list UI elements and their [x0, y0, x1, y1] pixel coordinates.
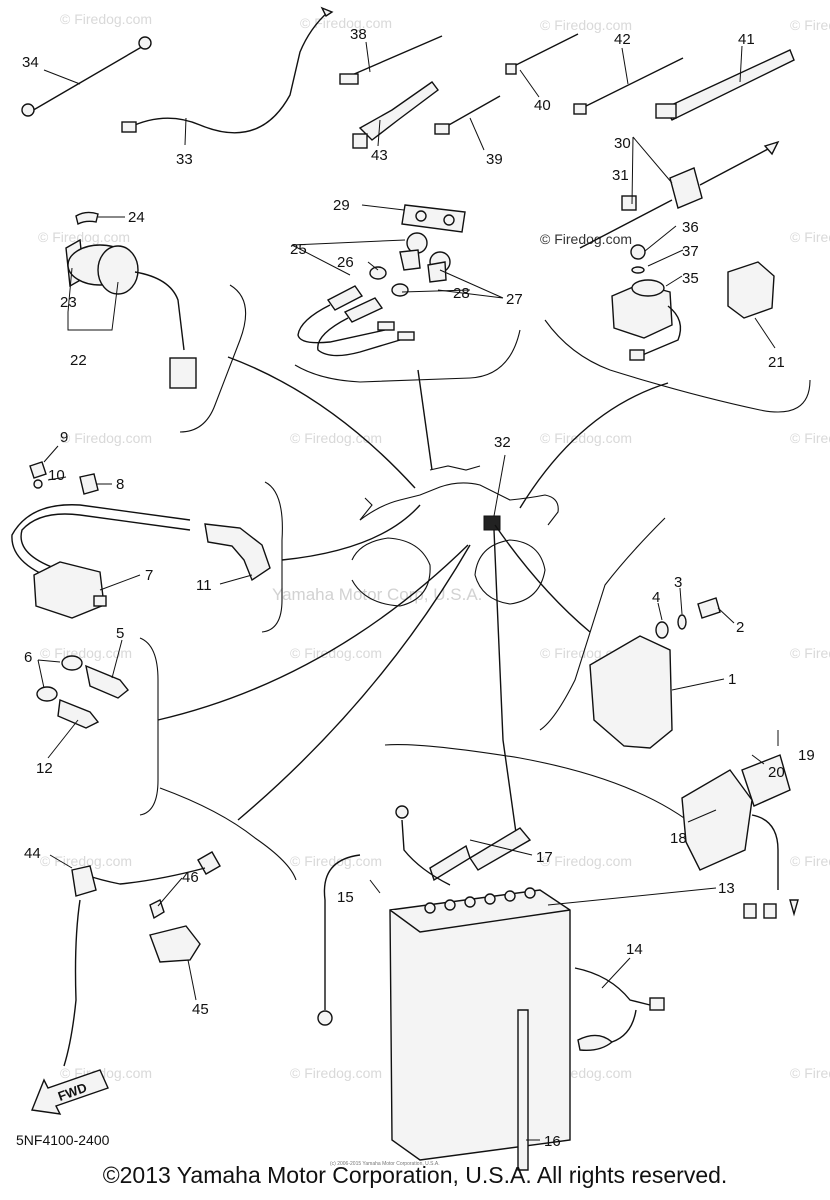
starter-relay-35	[579, 140, 780, 361]
callout-13: 13	[718, 880, 735, 897]
watermark: © Firedog.com	[38, 229, 130, 245]
callout-38: 38	[350, 26, 367, 43]
watermark: © Firedog.com	[290, 430, 382, 446]
top-parts	[21, 6, 795, 149]
callout-16: 16	[544, 1133, 561, 1150]
callout-2: 2	[736, 619, 744, 636]
watermark: © Firedog.com	[790, 853, 830, 869]
main-switch-22	[65, 211, 197, 389]
harness-leaders	[157, 356, 669, 841]
callout-20: 20	[768, 764, 785, 781]
callout-45: 45	[192, 1001, 209, 1018]
watermark: © Firedog.com	[790, 229, 830, 245]
callout-40: 40	[534, 97, 551, 114]
callout-36: 36	[682, 219, 699, 236]
callout-18: 18	[670, 830, 687, 847]
watermark: © Firedog.com	[540, 430, 632, 446]
callout-3: 3	[674, 574, 682, 591]
callout-15: 15	[337, 889, 354, 906]
callout-9: 9	[60, 429, 68, 446]
watermark: © Firedog.com	[300, 15, 392, 31]
callout-28: 28	[453, 285, 470, 302]
callout-12: 12	[36, 760, 53, 777]
neutral-switch-44	[63, 851, 221, 1067]
callout-19: 19	[798, 747, 815, 764]
tie-41	[664, 49, 795, 121]
watermark: © Firedog.com	[790, 17, 830, 33]
watermark: © Firedog.com	[60, 430, 152, 446]
copyright-notice: ©2013 Yamaha Motor Corporation, U.S.A. A…	[102, 1162, 728, 1188]
callout-10: 10	[48, 467, 65, 484]
relay-21	[727, 261, 775, 319]
callout-39: 39	[486, 151, 503, 168]
watermark: © Firedog.com	[60, 11, 152, 27]
harness-25	[297, 204, 466, 357]
watermark-dark: © Firedog.com	[540, 231, 632, 247]
watermark: © Firedog.com	[290, 853, 382, 869]
callout-42: 42	[614, 31, 631, 48]
callout-6: 6	[24, 649, 32, 666]
callout-44: 44	[24, 845, 41, 862]
tie-43	[358, 81, 439, 141]
callout-37: 37	[682, 243, 699, 260]
callout-26: 26	[337, 254, 354, 271]
tie-38	[344, 35, 443, 79]
callout-27: 27	[506, 291, 523, 308]
callout-labels: 1 2 3 4 5 6 7 8 9 10 11 12 13 14 15 16 1…	[22, 26, 815, 1150]
callout-35: 35	[682, 270, 699, 287]
callout-29: 29	[333, 197, 350, 214]
callout-25: 25	[290, 241, 307, 258]
callout-30: 30	[614, 135, 631, 152]
callout-7: 7	[145, 567, 153, 584]
callout-11: 11	[196, 577, 212, 594]
callout-5: 5	[116, 625, 124, 642]
watermark: © Firedog.com	[40, 853, 132, 869]
callout-17: 17	[536, 849, 553, 866]
tie-40	[509, 33, 579, 69]
callout-21: 21	[768, 354, 785, 371]
callout-1: 1	[728, 671, 736, 688]
tie-42	[577, 57, 684, 111]
callout-leaders	[37, 41, 779, 1141]
fwd-arrow: FWD	[31, 1069, 109, 1115]
watermark: © Firedog.com	[290, 1065, 382, 1081]
callout-4: 4	[652, 589, 660, 606]
wire-33	[127, 11, 329, 134]
callout-46: 46	[182, 869, 199, 886]
watermark: © Firedog.com	[790, 645, 830, 661]
callout-31: 31	[612, 167, 629, 184]
section-brackets	[139, 284, 811, 881]
sensors-5-12	[36, 655, 129, 729]
callout-14: 14	[626, 941, 643, 958]
callout-41: 41	[738, 31, 755, 48]
callout-43: 43	[371, 147, 388, 164]
callout-32: 32	[494, 434, 511, 451]
watermark: © Firedog.com	[290, 645, 382, 661]
document-code: 5NF4100-2400	[16, 1132, 110, 1148]
battery-13	[317, 805, 665, 1171]
wire-34	[29, 44, 146, 113]
callout-8: 8	[116, 476, 124, 493]
ignition-coil-7	[11, 461, 271, 619]
callout-22: 22	[70, 352, 87, 369]
watermark: © Firedog.com	[540, 853, 632, 869]
watermark: © Firedog.com	[790, 1065, 830, 1081]
watermark: © Firedog.com	[790, 430, 830, 446]
callout-23: 23	[60, 294, 77, 311]
callout-24: 24	[128, 209, 145, 226]
callout-34: 34	[22, 54, 39, 71]
watermark-center: Yamaha Motor Corp, U.S.A.	[272, 585, 482, 604]
tie-39	[439, 95, 501, 131]
tiny-copyright: (c) 2006-2015 Yamaha Motor Corporation, …	[330, 1161, 440, 1167]
watermark: © Firedog.com	[40, 645, 132, 661]
watermark: © Firedog.com	[540, 17, 632, 33]
cdi-unit-1	[589, 597, 799, 919]
callout-33: 33	[176, 151, 193, 168]
